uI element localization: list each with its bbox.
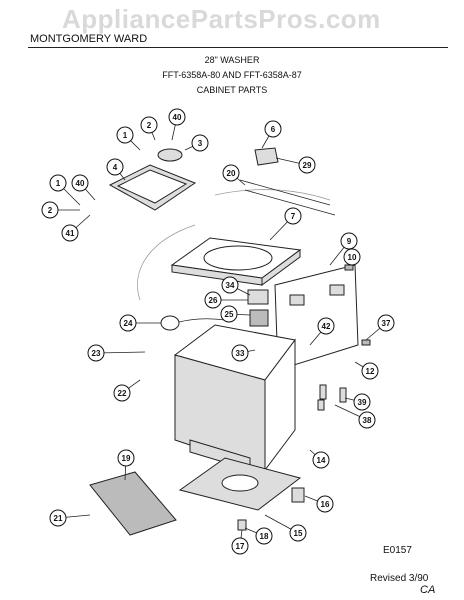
callout-label-4: 4 [113,163,118,172]
callout-label-24: 24 [124,319,133,328]
callout-circle [358,411,376,429]
callout-label-7: 7 [291,212,296,221]
callout-circle [119,314,137,332]
callout-label-34: 34 [226,281,235,290]
callout-circle [284,207,302,225]
callout-label-9: 9 [347,237,352,246]
callout-label-17: 17 [236,542,245,551]
valve-bracket [247,289,269,327]
callout-circle [71,174,89,192]
front-panel [89,471,177,536]
callout-label-12: 12 [366,367,375,376]
callout-circle [312,451,330,469]
base [178,457,302,511]
callout-circle [220,305,238,323]
callout-circle [116,126,134,144]
callout-circle [361,362,379,380]
callout-circle [87,344,105,362]
callout-circle [41,201,59,219]
callout-label-37: 37 [382,319,391,328]
callout-circle [204,291,222,309]
callout-circle [231,344,249,362]
leveling-leg [237,487,305,531]
callout-label-2: 2 [147,121,152,130]
callout-circle [106,158,124,176]
callout-circle [289,524,307,542]
callout-label-21: 21 [54,514,63,523]
callout-label-2: 2 [48,206,53,215]
callout-label-25: 25 [225,310,234,319]
callout-circle [140,116,158,134]
callout-circle [231,537,249,555]
reviewer-initials: CA [420,584,436,596]
callout-circle [117,449,135,467]
callout-circle [49,509,67,527]
callout-circle [317,317,335,335]
rear-panel [274,264,359,371]
callout-label-42: 42 [322,322,331,331]
drawing-code: E0157 [383,545,412,556]
callout-label-6: 6 [271,125,276,134]
callout-circle [221,276,239,294]
callout-label-40: 40 [173,113,182,122]
callout-label-26: 26 [209,296,218,305]
brand-label: MONTGOMERY WARD [30,33,148,45]
callout-label-3: 3 [198,139,203,148]
diagram-title-models: FFT-6358A-80 AND FFT-6358A-87 [162,70,302,80]
callout-label-10: 10 [348,253,357,262]
callout-circle [49,174,67,192]
callout-label-38: 38 [363,416,372,425]
top-cover [170,237,302,286]
callout-circle [298,156,316,174]
callout-circle [255,527,273,545]
callout-label-1: 1 [123,131,128,140]
header-rule [28,47,448,48]
callout-circle [113,384,131,402]
callout-label-41: 41 [66,229,75,238]
callout-circle [353,393,371,411]
callout-label-40: 40 [76,179,85,188]
callout-label-16: 16 [321,500,330,509]
callout-label-14: 14 [317,456,326,465]
callout-label-22: 22 [118,389,127,398]
callout-circle [343,248,361,266]
revision-date: Revised 3/90 [370,573,429,584]
callout-circle [191,134,209,152]
diagram-title-section: CABINET PARTS [196,85,268,95]
watermark: AppliancePartsPros.com [62,4,381,34]
callout-circle [377,314,395,332]
lid [108,164,197,211]
control-bracket [239,147,336,216]
callout-circle [316,495,334,513]
callout-label-20: 20 [227,169,236,178]
callout-circle [340,232,358,250]
callout-label-19: 19 [122,454,131,463]
callout-label-15: 15 [294,529,303,538]
callout-circle [168,108,186,126]
callout-circle [264,120,282,138]
callout-label-18: 18 [260,532,269,541]
diagram-title-size: 28" WASHER [204,55,260,65]
callout-label-1: 1 [56,179,61,188]
callout-circle [222,164,240,182]
callout-label-39: 39 [358,398,367,407]
callout-label-33: 33 [236,349,245,358]
callout-label-23: 23 [92,349,101,358]
fasteners [317,264,371,411]
callout-circle [61,224,79,242]
callout-label-29: 29 [303,161,312,170]
lid-hinge [157,148,183,162]
